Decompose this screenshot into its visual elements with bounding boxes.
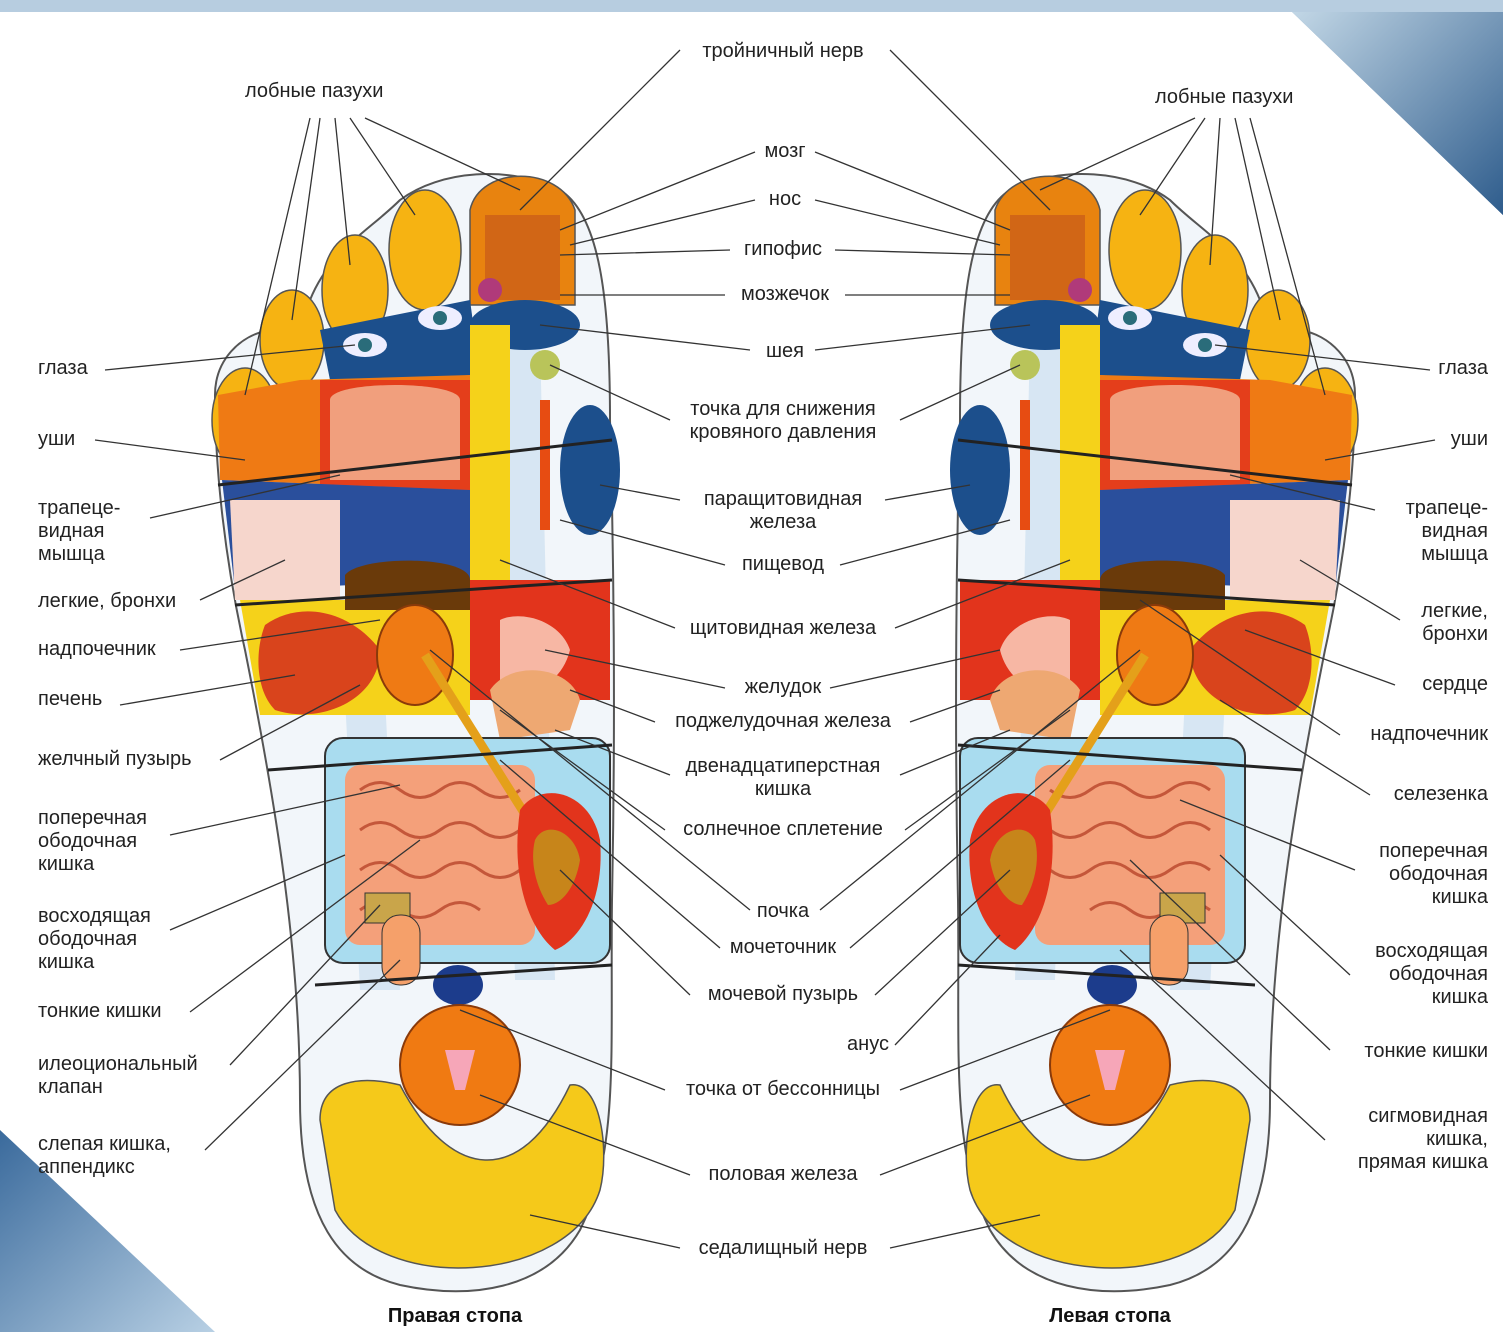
label-right-adrenal: надпочечник <box>1370 723 1488 746</box>
label-esophagus: пищевод <box>742 553 824 576</box>
label-left-trapezius: трапеце- видная мышца <box>38 497 120 566</box>
label-right-ears: уши <box>1451 428 1488 451</box>
label-solar-plexus: солнечное сплетение <box>683 818 883 841</box>
label-duodenum: двенадцатиперстная кишка <box>686 755 881 801</box>
label-neck: шея <box>766 340 804 363</box>
label-ureter: мочеточник <box>730 936 836 959</box>
label-sciatic-nerve: седалищный нерв <box>699 1237 868 1260</box>
label-left-appendix: слепая кишка, аппендикс <box>38 1133 171 1179</box>
label-stomach: желудок <box>745 676 821 699</box>
label-right-sigmoid: сигмовидная кишка, прямая кишка <box>1358 1105 1488 1174</box>
label-thyroid: щитовидная железа <box>690 617 876 640</box>
label-right-lungs: легкие, бронхи <box>1421 600 1488 646</box>
label-pancreas: поджелудочная железа <box>675 710 891 733</box>
label-cerebellum: мозжечок <box>741 283 829 306</box>
label-bladder: мочевой пузырь <box>708 983 858 1006</box>
label-insomnia-point: точка от бессонницы <box>686 1078 880 1101</box>
label-left-liver: печень <box>38 688 102 711</box>
label-right-sinuses: лобные пазухи <box>1155 86 1293 109</box>
label-left-adrenal: надпочечник <box>38 638 156 661</box>
caption-left-foot: Левая стопа <box>1049 1305 1171 1328</box>
label-right-spleen: селезенка <box>1394 783 1488 806</box>
label-brain: мозг <box>764 140 805 163</box>
label-left-ascending-colon: восходящая ободочная кишка <box>38 905 151 974</box>
label-right-small-intestine: тонкие кишки <box>1364 1040 1488 1063</box>
label-left-sinuses: лобные пазухи <box>245 80 383 103</box>
label-gonad: половая железа <box>709 1163 858 1186</box>
caption-right-foot: Правая стопа <box>388 1305 522 1328</box>
label-left-small-intestine: тонкие кишки <box>38 1000 162 1023</box>
label-right-transverse-colon: поперечная ободочная кишка <box>1379 840 1488 909</box>
label-left-lungs: легкие, бронхи <box>38 590 176 613</box>
label-right-trapezius: трапеце- видная мышца <box>1406 497 1488 566</box>
label-kidney: почка <box>757 900 809 923</box>
label-blood-pressure-point: точка для снижения кровяного давления <box>690 398 877 444</box>
label-left-gallbladder: желчный пузырь <box>38 748 192 771</box>
label-right-eyes: глаза <box>1438 357 1488 380</box>
label-anus: анус <box>847 1033 889 1056</box>
label-trigeminal-nerve: тройничный нерв <box>702 40 863 63</box>
label-right-ascending-colon: восходящая ободочная кишка <box>1375 940 1488 1009</box>
label-left-ileocecal-valve: илеоциональный клапан <box>38 1053 198 1099</box>
label-parathyroid: паращитовидная железа <box>704 488 862 534</box>
label-right-heart: сердце <box>1422 673 1488 696</box>
label-left-eyes: глаза <box>38 357 88 380</box>
label-left-transverse-colon: поперечная ободочная кишка <box>38 807 147 876</box>
right-foot-illustration <box>212 174 620 1291</box>
left-foot-illustration <box>950 174 1358 1291</box>
label-left-ears: уши <box>38 428 75 451</box>
label-pituitary: гипофис <box>744 238 822 261</box>
label-nose: нос <box>769 188 801 211</box>
